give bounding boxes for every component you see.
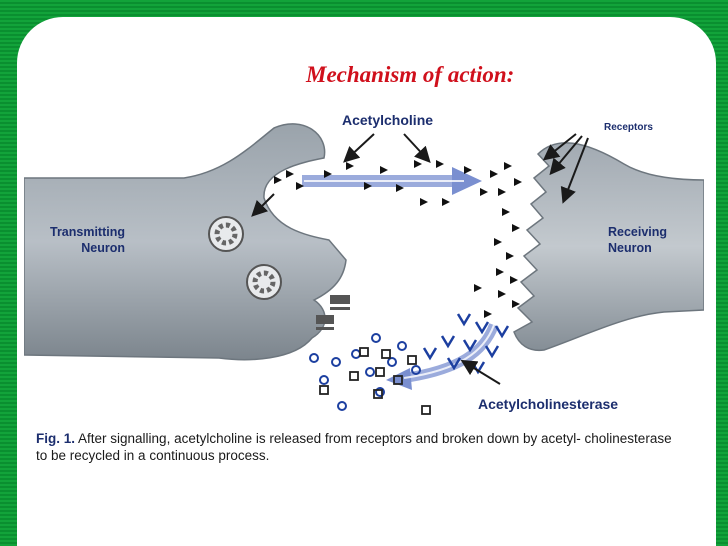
acetylcholine-molecules bbox=[274, 160, 522, 318]
reuptake-channel bbox=[316, 295, 350, 330]
synaptic-vesicle bbox=[246, 264, 282, 300]
acetate-fragments bbox=[319, 347, 431, 415]
figure-number: Fig. 1. bbox=[36, 431, 76, 446]
recycling-arrow bbox=[386, 323, 499, 390]
transmitting-neuron-label: Transmitting Neuron bbox=[50, 225, 126, 255]
receiving-neuron-label: Receiving Neuron bbox=[608, 225, 668, 255]
acetylcholine-label: Acetylcholine bbox=[342, 112, 434, 128]
synapse-figure: Acetylcholine Receptors Transmitting Neu… bbox=[24, 100, 704, 430]
acetylcholinesterase-label: Acetylcholinesterase bbox=[478, 396, 619, 412]
receptors-label: Receptors bbox=[604, 122, 653, 133]
diffusion-arrow bbox=[302, 167, 482, 195]
caption-text: After signalling, acetylcholine is relea… bbox=[36, 431, 672, 463]
synapse-diagram bbox=[24, 123, 704, 415]
slide-title: Mechanism of action: bbox=[306, 62, 515, 87]
label-pointer-lines bbox=[251, 133, 589, 385]
synaptic-vesicle bbox=[208, 216, 244, 252]
transmitting-neuron-shape bbox=[24, 123, 347, 361]
figure-caption: Fig. 1. After signalling, acetylcholine … bbox=[36, 430, 676, 464]
